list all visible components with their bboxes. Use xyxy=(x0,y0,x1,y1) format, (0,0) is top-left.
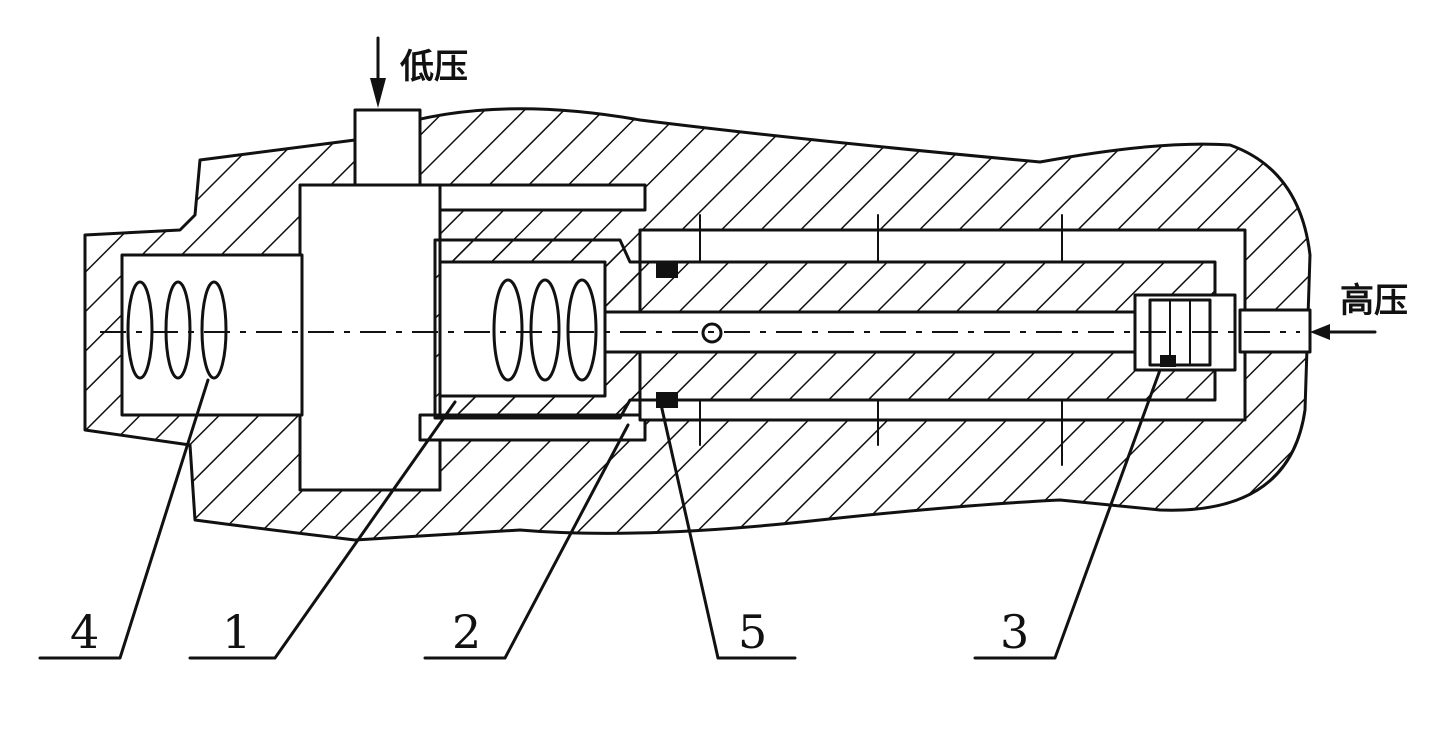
callout-5: 5 xyxy=(738,605,767,659)
callout-3: 3 xyxy=(1000,605,1029,659)
inlet-gallery xyxy=(418,183,647,212)
seal-upper xyxy=(656,262,678,278)
low-pressure-label: 低压 xyxy=(400,47,468,87)
spring-1 xyxy=(492,278,598,382)
left-spring-pocket xyxy=(120,253,304,417)
high-pressure-label: 高压 xyxy=(1340,281,1408,321)
callout-leaders xyxy=(38,368,1162,660)
low-pressure-arrow xyxy=(370,36,386,108)
callout-4: 4 xyxy=(70,605,99,659)
callout-1: 1 xyxy=(222,605,251,659)
spring-4 xyxy=(126,280,228,380)
high-pressure-arrow xyxy=(1310,324,1377,340)
port-hole xyxy=(701,322,723,344)
callout-2: 2 xyxy=(452,605,481,659)
main-chamber xyxy=(298,183,442,492)
